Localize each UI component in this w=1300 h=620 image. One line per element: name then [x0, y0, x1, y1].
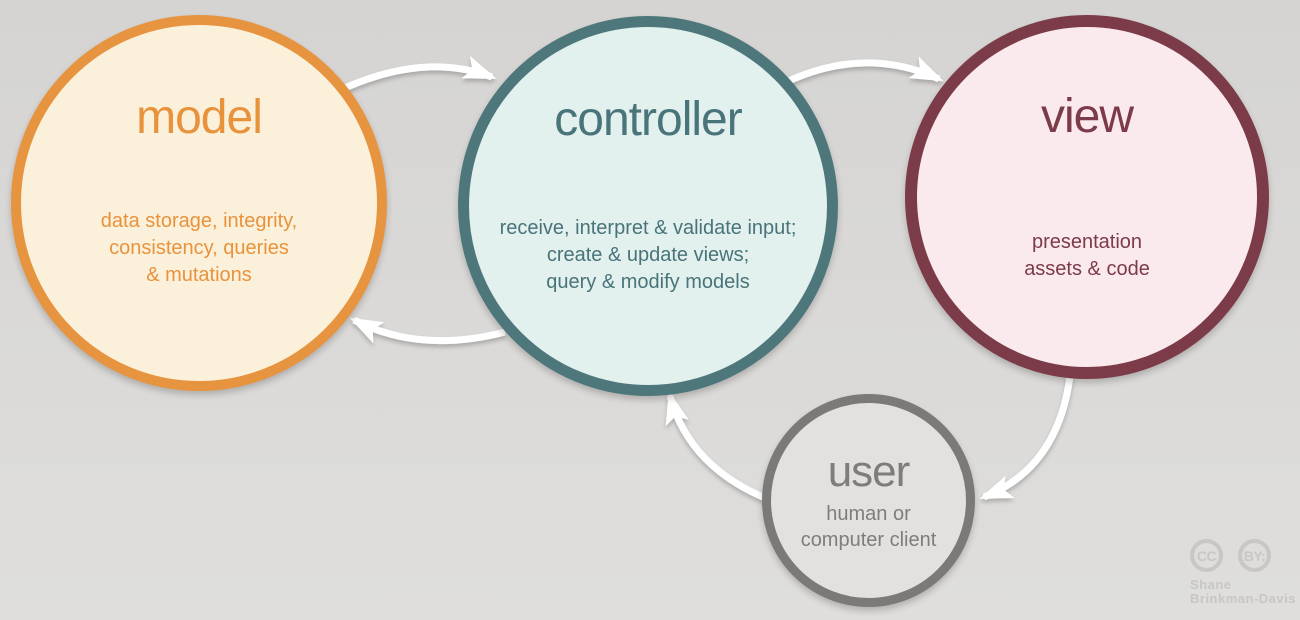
cc-license-icons: CC BY:	[1190, 539, 1300, 572]
node-controller: controller receive, interpret & validate…	[458, 16, 838, 396]
model-label: model	[136, 91, 263, 144]
arrow-view-to-user	[979, 375, 1074, 501]
author-name-line2: Brinkman-Davis	[1190, 591, 1296, 606]
controller-description: receive, interpret & validate input; cre…	[499, 217, 797, 293]
author-attribution: Shane Brinkman-Davis	[1190, 578, 1300, 606]
model-description: data storage, integrity, consistency, qu…	[100, 210, 298, 286]
cc-license-badge: CC BY: Shane Brinkman-Davis	[1190, 539, 1300, 606]
arrow-user-to-controller	[665, 391, 777, 506]
node-view: view presentation assets & code	[905, 15, 1269, 379]
controller-label: controller	[554, 93, 742, 146]
view-description: presentation assets & code	[1024, 231, 1150, 280]
arrow-controller-to-view	[778, 56, 944, 89]
view-label: view	[1040, 90, 1134, 143]
cc-icon: CC	[1190, 539, 1223, 572]
arrow-controller-to-model	[349, 316, 506, 345]
cc-by-icon: BY:	[1238, 539, 1271, 572]
node-user: user human or computer client	[762, 394, 975, 607]
arrow-model-to-controller	[328, 55, 497, 99]
user-description: human or computer client	[800, 503, 937, 551]
node-model: model data storage, integrity, consisten…	[11, 15, 387, 391]
author-name-line1: Shane	[1190, 577, 1232, 592]
user-label: user	[827, 447, 911, 496]
